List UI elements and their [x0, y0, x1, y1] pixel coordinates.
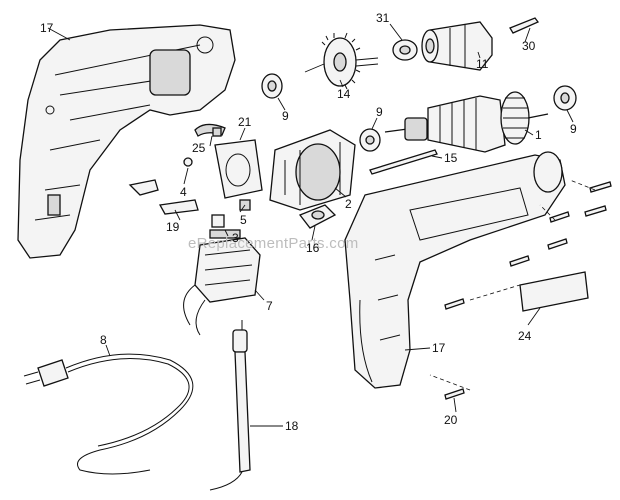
drill-chuck — [421, 21, 493, 71]
power-cord — [23, 353, 194, 475]
chuck-screw — [509, 17, 540, 34]
part-labels: 17 31 30 11 14 9 9 9 21 25 1 15 2 4 19 5… — [40, 11, 577, 433]
part-label-17-left: 17 — [40, 21, 54, 35]
part-label-16: 16 — [306, 241, 320, 255]
small-clip — [128, 157, 193, 196]
cord-protector — [209, 320, 251, 491]
part-label-15: 15 — [444, 151, 458, 165]
part-label-31: 31 — [376, 11, 390, 25]
bearing-right — [553, 85, 577, 111]
part-label-21: 21 — [238, 115, 252, 129]
leader-lines — [47, 23, 574, 427]
long-screw — [369, 149, 438, 175]
part-label-9-left: 9 — [282, 109, 289, 123]
part-label-9-right: 9 — [570, 122, 577, 136]
housing-screws — [429, 179, 612, 400]
part-label-7: 7 — [266, 299, 273, 313]
gear — [304, 32, 379, 90]
part-label-3: 3 — [232, 231, 239, 245]
field-stator — [269, 129, 356, 211]
switch-button — [298, 204, 337, 229]
part-label-18: 18 — [285, 419, 299, 433]
bearing-center — [359, 128, 381, 152]
part-label-5: 5 — [240, 213, 247, 227]
part-label-20: 20 — [444, 413, 458, 427]
part-label-17-right: 17 — [432, 341, 446, 355]
brush-lead — [158, 199, 199, 215]
part-label-9-center: 9 — [376, 105, 383, 119]
brush-holder — [194, 123, 263, 211]
bearing-left — [261, 73, 283, 99]
part-label-14: 14 — [337, 87, 351, 101]
part-label-1: 1 — [535, 128, 542, 142]
bushing — [392, 39, 418, 61]
switch — [183, 237, 261, 336]
brush — [209, 214, 241, 239]
part-label-19: 19 — [166, 220, 180, 234]
part-label-25: 25 — [192, 141, 206, 155]
right-housing-half — [344, 151, 566, 389]
part-label-11: 11 — [476, 57, 489, 71]
part-label-2: 2 — [345, 197, 352, 211]
part-label-8: 8 — [100, 333, 107, 347]
armature — [384, 91, 549, 153]
part-label-4: 4 — [180, 185, 187, 199]
left-housing-half — [17, 24, 236, 259]
label-plate — [519, 271, 589, 312]
part-label-30: 30 — [522, 39, 536, 53]
part-label-24: 24 — [518, 329, 532, 343]
watermark-text: eReplacementParts.com — [188, 235, 359, 252]
